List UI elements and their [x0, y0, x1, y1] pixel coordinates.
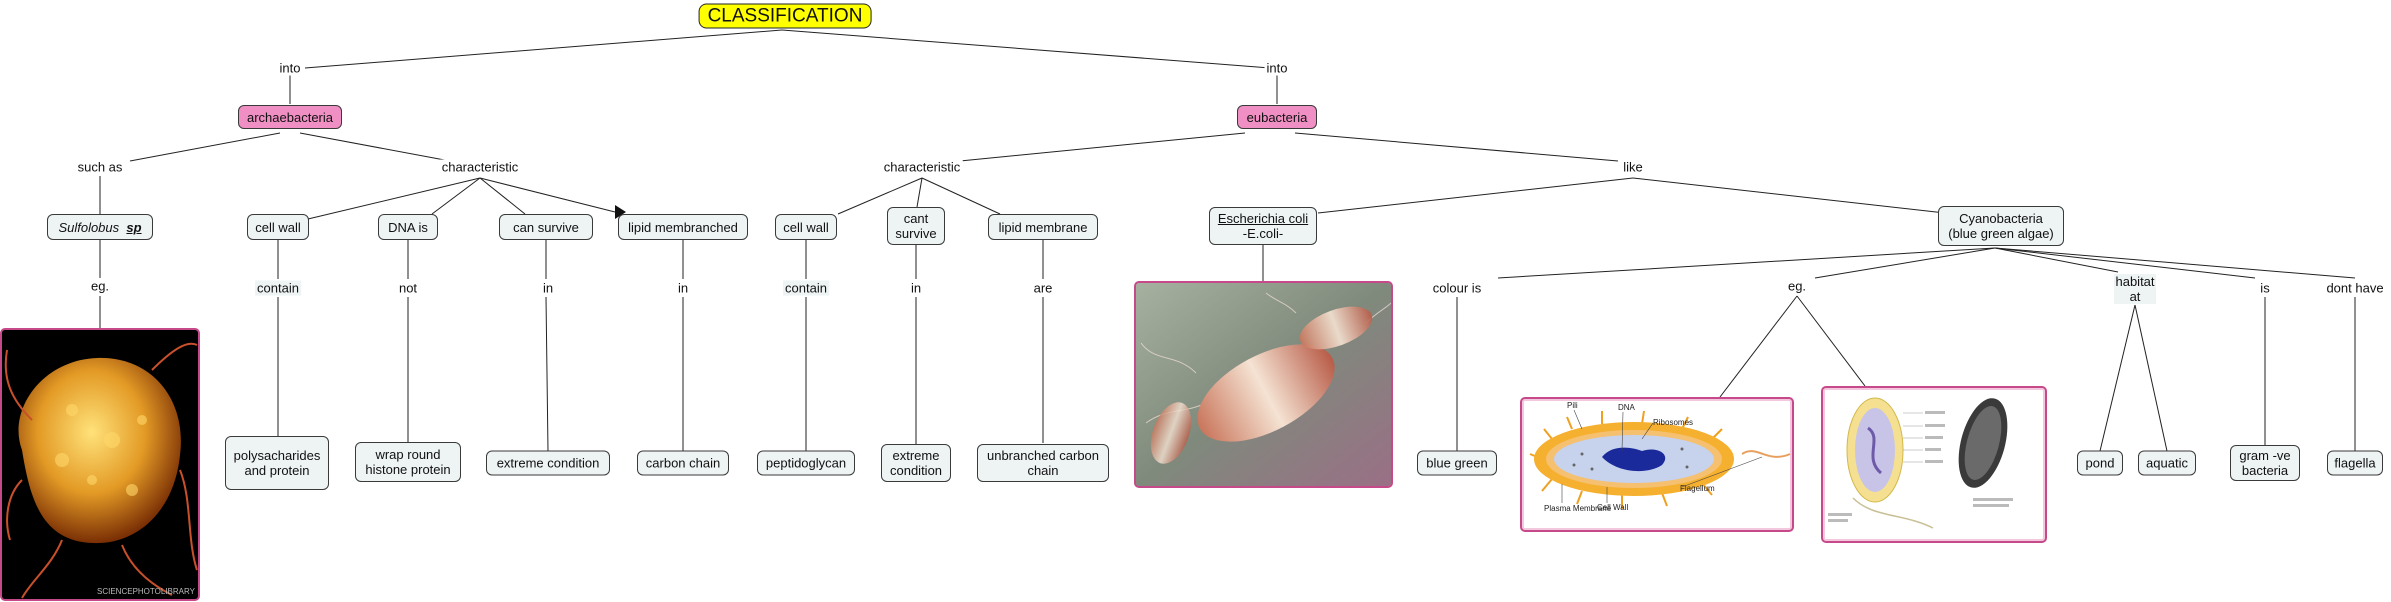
habitat-aquatic[interactable]: aquatic — [2138, 450, 2196, 476]
link-dont-have: dont have — [2324, 280, 2386, 296]
link-like: like — [1621, 159, 1645, 175]
archaea-dna-is[interactable]: DNA is — [378, 214, 438, 240]
ecoli-illustration — [1136, 283, 1391, 486]
link-into-eubacteria: into — [1264, 60, 1290, 76]
archaebacteria-node[interactable]: archaebacteria — [238, 105, 342, 129]
label-pili: Pili — [1567, 401, 1578, 410]
link-is: is — [2258, 280, 2272, 296]
peptidoglycan[interactable]: peptidoglycan — [757, 450, 855, 476]
eubacteria-extreme-condition[interactable]: extreme condition — [881, 444, 951, 482]
bacterium-diagram-image: Pili DNA Ribosomes Flagellum Plasma Memb… — [1520, 397, 1794, 532]
wrap-round-histone[interactable]: wrap round histone protein — [355, 442, 461, 482]
link-contain-archaea: contain — [255, 280, 301, 296]
sulfolobus-species: sp — [126, 219, 142, 235]
sulfolobus-image: SCIENCEPHOTOLIBRARY — [0, 328, 200, 601]
label-plasma-membrane: Plasma Membrane — [1544, 504, 1612, 513]
link-contain-eubacteria: contain — [783, 280, 829, 296]
cell-micrograph-image — [1821, 386, 2047, 543]
ecoli-abbrev: -E.coli- — [1242, 226, 1284, 241]
sulfolobus-node[interactable]: Sulfolobus sp — [47, 214, 153, 240]
sulfolobus-cell-illustration: SCIENCEPHOTOLIBRARY — [2, 330, 198, 599]
eubacteria-cell-wall[interactable]: cell wall — [775, 214, 837, 240]
bacterium-labelled-diagram: Pili DNA Ribosomes Flagellum Plasma Memb… — [1529, 401, 1791, 513]
label-dna: DNA — [1618, 403, 1636, 412]
link-are: are — [1031, 280, 1055, 296]
link-into-archaebacteria: into — [277, 60, 303, 76]
link-not: not — [396, 280, 420, 296]
flagella[interactable]: flagella — [2327, 450, 2383, 476]
root-classification[interactable]: CLASSIFICATION — [698, 3, 872, 29]
label-cell-wall: Cell Wall — [1597, 503, 1628, 512]
cell-and-micrograph-illustration — [1828, 397, 2013, 529]
archaea-extreme-condition[interactable]: extreme condition — [486, 450, 610, 476]
blue-green[interactable]: blue green — [1417, 450, 1497, 476]
archaea-cell-wall[interactable]: cell wall — [247, 214, 309, 240]
label-flagellum: Flagellum — [1680, 484, 1715, 493]
link-in-eubacteria: in — [908, 280, 924, 296]
link-colour-is: colour is — [1430, 280, 1484, 296]
sulfolobus-genus: Sulfolobus — [58, 219, 120, 235]
link-eg-cyano: eg. — [1785, 278, 1809, 294]
polysacharides-protein[interactable]: polysacharides and protein — [225, 436, 329, 490]
link-eg-archaea: eg. — [88, 278, 112, 294]
label-ribosomes: Ribosomes — [1653, 418, 1693, 427]
link-such-as: such as — [75, 159, 125, 175]
ecoli-name: Escherichia coli — [1217, 211, 1309, 226]
archaea-can-survive[interactable]: can survive — [499, 214, 593, 240]
unbranched-carbon-chain[interactable]: unbranched carbon chain — [977, 444, 1109, 482]
link-in-archaea-lipid: in — [675, 280, 691, 296]
gram-negative-bacteria[interactable]: gram -ve bacteria — [2230, 445, 2300, 481]
carbon-chain[interactable]: carbon chain — [637, 450, 729, 476]
link-in-archaea-survive: in — [540, 280, 556, 296]
habitat-pond[interactable]: pond — [2077, 450, 2123, 476]
ecoli-node[interactable]: Escherichia coli -E.coli- — [1209, 207, 1317, 245]
archaea-lipid-membranched[interactable]: lipid membranched — [618, 214, 748, 240]
eubacteria-cant-survive[interactable]: cant survive — [887, 207, 945, 245]
ecoli-image — [1134, 281, 1393, 488]
cyanobacteria-node[interactable]: Cyanobacteria (blue green algae) — [1938, 206, 2064, 246]
eubacteria-node[interactable]: eubacteria — [1237, 105, 1317, 129]
link-characteristic-eubacteria: characteristic — [881, 159, 963, 175]
link-characteristic-archaea: characteristic — [439, 159, 521, 175]
eubacteria-lipid-membrane[interactable]: lipid membrane — [988, 214, 1098, 240]
photo-credit: SCIENCEPHOTOLIBRARY — [97, 587, 196, 596]
link-habitat-at: habitat at — [2114, 274, 2156, 304]
